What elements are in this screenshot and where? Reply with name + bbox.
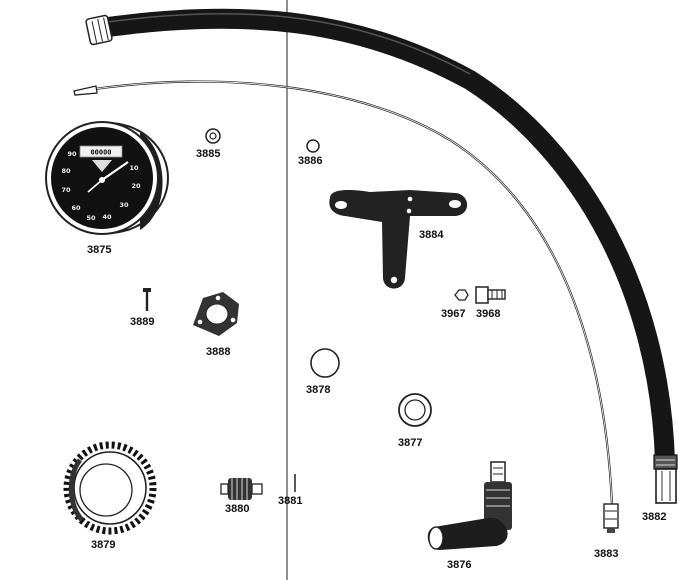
part-number-label: 3879 [91, 539, 115, 551]
part-number-label: 3884 [419, 229, 444, 241]
inner-cable-icon [73, 80, 619, 533]
dial-label: 90 [67, 150, 77, 158]
ring-icon [310, 348, 340, 378]
drive-gearbox-icon [427, 461, 512, 550]
bolt-icon [475, 286, 506, 304]
dial-label: 10 [129, 164, 139, 172]
part-number-label: 3889 [130, 316, 154, 328]
dial-label: 80 [61, 167, 71, 175]
screw-icon [143, 288, 151, 311]
mounting-bracket-icon [329, 190, 468, 289]
part-number-label: 3875 [87, 244, 111, 256]
part-number-label: 3876 [447, 559, 471, 571]
small-nut-icon [454, 289, 469, 301]
part-number-label: 3968 [476, 308, 500, 320]
part-number-label: 3886 [298, 155, 322, 167]
part-number-label: 3878 [306, 384, 330, 396]
dial-label: 70 [61, 186, 71, 194]
odometer-readout: 00000 [90, 149, 111, 157]
part-number-label: 3880 [225, 503, 249, 515]
nut-icon [205, 128, 221, 144]
ring-gear-icon [63, 441, 157, 535]
dial-label: 20 [131, 182, 141, 190]
small-ring-icon [306, 139, 320, 153]
part-number-label: 3888 [206, 346, 230, 358]
dial-label: 30 [119, 201, 129, 209]
dial-label: 60 [71, 204, 81, 212]
part-number-label: 3967 [441, 308, 465, 320]
part-number-label: 3882 [642, 511, 666, 523]
speedometer-icon: 00000 10 20 30 40 50 60 70 80 90 [45, 121, 169, 235]
part-number-label: 3883 [594, 548, 618, 560]
washer-icon [398, 393, 432, 427]
outer-cable-icon [85, 8, 678, 504]
dial-label: 40 [102, 213, 112, 221]
dial-label: 50 [86, 214, 96, 222]
flange-plate-icon [193, 292, 239, 336]
part-number-label: 3885 [196, 148, 220, 160]
part-number-label: 3877 [398, 437, 422, 449]
pinion-gear-icon [220, 478, 263, 500]
part-number-label: 3881 [278, 495, 302, 507]
